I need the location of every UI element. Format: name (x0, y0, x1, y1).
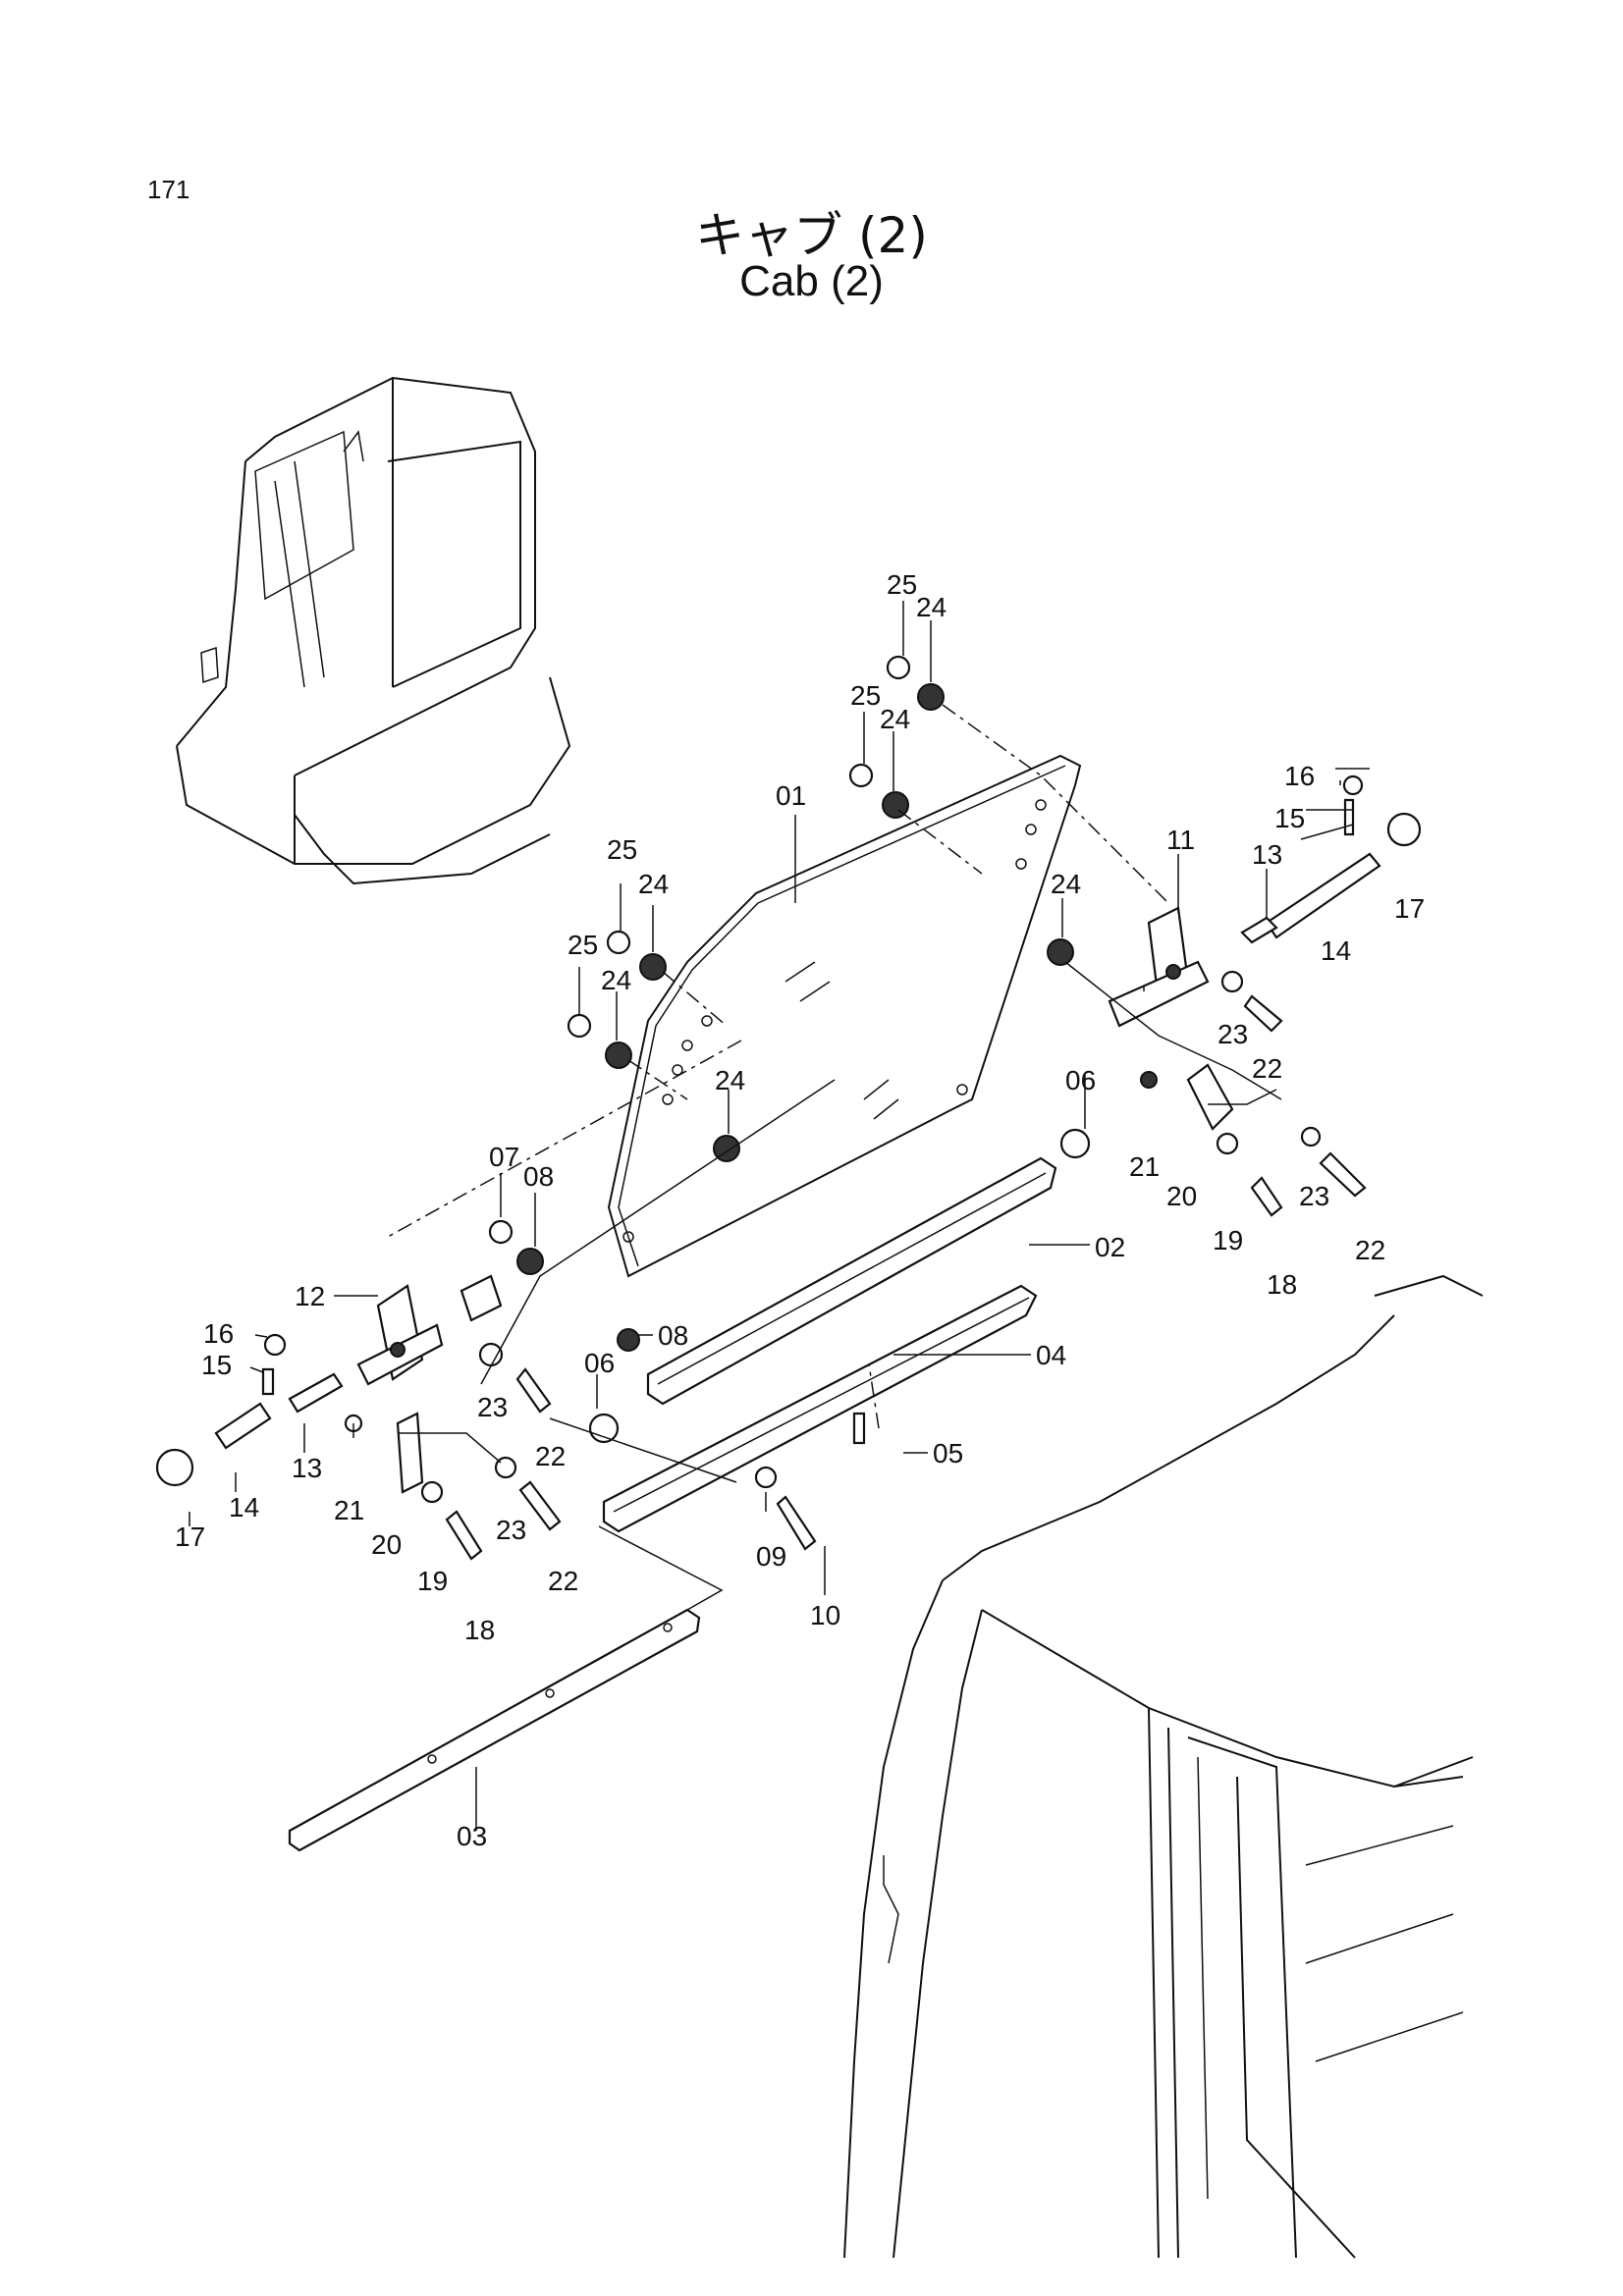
callout-12: 12 (295, 1281, 325, 1311)
glass-panel (607, 754, 1082, 1278)
title-english: Cab (2) (739, 257, 884, 305)
callout-11: 11 (1166, 825, 1195, 855)
callout-16-left: 16 (203, 1318, 234, 1349)
callout-21-right: 21 (1129, 1151, 1160, 1182)
callout-23-right-upper: 23 (1217, 1019, 1248, 1049)
callout-02: 02 (1095, 1232, 1125, 1262)
callout-01: 01 (776, 780, 806, 811)
callout-23-left-lower: 23 (496, 1515, 526, 1545)
callout-labels: 01 02 03 04 05 06 06 07 08 08 09 10 11 1… (175, 569, 1425, 1851)
callout-08-upper: 08 (523, 1161, 554, 1192)
callout-22-right-upper: 22 (1252, 1053, 1282, 1084)
callout-15-right: 15 (1274, 803, 1305, 833)
callout-07: 07 (489, 1142, 519, 1172)
callout-14-right: 14 (1321, 935, 1351, 966)
callout-16-right: 16 (1284, 761, 1315, 791)
callout-23-left-upper: 23 (477, 1392, 508, 1422)
callout-25-a: 25 (887, 569, 917, 600)
callout-15-left: 15 (201, 1350, 232, 1380)
callout-23-right-lower: 23 (1299, 1181, 1329, 1211)
callout-24-c: 24 (1051, 869, 1081, 899)
callout-24-e: 24 (601, 965, 631, 995)
callout-18-left: 18 (464, 1615, 495, 1645)
callout-13-right: 13 (1252, 839, 1282, 870)
callout-05: 05 (933, 1438, 963, 1468)
callout-25-d: 25 (568, 930, 598, 960)
cab-background-outline (843, 1274, 1484, 2259)
callout-18-right: 18 (1267, 1269, 1297, 1300)
callout-22-left-upper: 22 (535, 1441, 566, 1471)
callout-22-right-lower: 22 (1355, 1235, 1385, 1265)
callout-25-b: 25 (850, 680, 881, 711)
callout-19-left: 19 (417, 1566, 448, 1596)
long-strip (288, 1608, 701, 1852)
callout-09: 09 (756, 1541, 786, 1572)
callout-24-d: 24 (638, 869, 669, 899)
lower-rail (602, 1284, 1038, 1533)
callout-17-left: 17 (175, 1522, 205, 1552)
callout-14-left: 14 (229, 1492, 259, 1522)
callout-24-b: 24 (880, 704, 910, 734)
callout-24-f: 24 (715, 1065, 745, 1095)
callout-03: 03 (457, 1821, 487, 1851)
callout-08-lower: 08 (658, 1320, 688, 1351)
callout-20-left: 20 (371, 1529, 402, 1560)
leader-lines (189, 601, 1370, 1831)
callout-13-left: 13 (292, 1453, 322, 1483)
callout-06-right: 06 (1065, 1065, 1096, 1095)
callout-25-c: 25 (607, 834, 637, 865)
title-japanese: キャブ (2) (695, 207, 928, 264)
callout-17-right: 17 (1394, 893, 1425, 924)
callout-20-right: 20 (1166, 1181, 1197, 1211)
hinge-assembly-right (1108, 774, 1422, 1217)
callout-04: 04 (1036, 1340, 1066, 1370)
callout-06-left: 06 (584, 1348, 615, 1378)
upper-rail (646, 1128, 1091, 1406)
callout-21-left: 21 (334, 1495, 364, 1525)
callout-24-a: 24 (916, 592, 947, 622)
callout-10: 10 (810, 1600, 840, 1630)
page-number: 171 (147, 175, 190, 204)
cab-overview-illustration (176, 376, 571, 885)
callout-19-right: 19 (1213, 1225, 1243, 1255)
callout-22-left-lower: 22 (548, 1566, 578, 1596)
assembly-lines (387, 704, 1282, 1611)
grommets (488, 655, 1074, 1551)
